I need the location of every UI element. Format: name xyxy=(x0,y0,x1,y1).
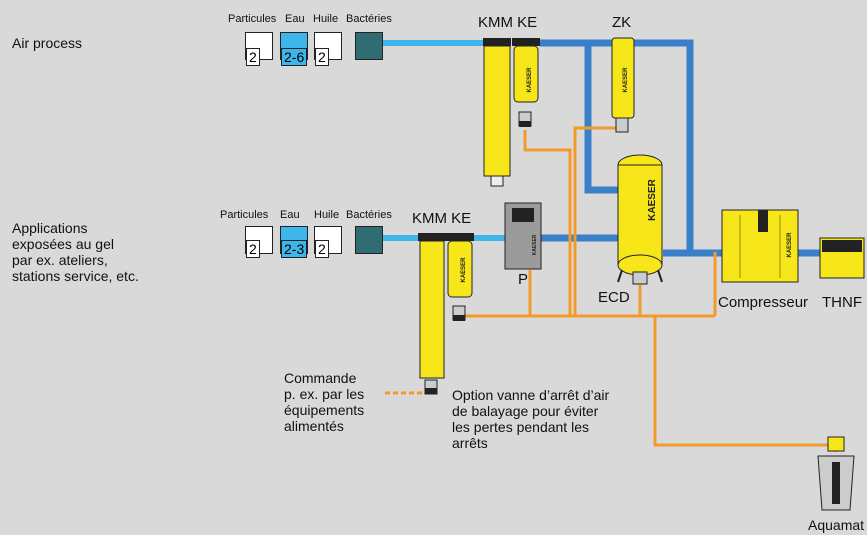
class-value-eau-2: 2-3 xyxy=(281,240,308,258)
label-compressor: Compresseur xyxy=(718,294,809,311)
note-line: Option vanne d’arrêt d’air xyxy=(452,387,610,403)
dryer-p: KAESER xyxy=(504,202,542,270)
filter-kmm-top xyxy=(483,38,511,187)
row-title-line: stations service, etc. xyxy=(12,268,139,284)
filter-ke-bottom: KAESER xyxy=(446,233,474,321)
label-bacteries: Bactéries xyxy=(346,13,392,25)
filter-kmm-bottom xyxy=(418,233,446,395)
label-kmm-ke-bottom: KMM KE xyxy=(412,210,472,227)
note-line: alimentés xyxy=(284,418,344,434)
svg-text:KAESER: KAESER xyxy=(461,257,467,283)
class-value-particules: 2 xyxy=(246,48,260,66)
class-box-bacteries-2 xyxy=(355,226,383,254)
aquamat-separator xyxy=(817,436,855,511)
note-line: p. ex. par les xyxy=(284,386,365,402)
zk-separator: KAESER xyxy=(611,37,635,133)
note-line: arrêts xyxy=(452,435,488,451)
class-value-huile: 2 xyxy=(315,48,329,66)
svg-text:KAESER: KAESER xyxy=(623,67,629,93)
svg-text:KAESER: KAESER xyxy=(787,232,793,258)
thnf-unit xyxy=(819,237,865,279)
svg-text:KAESER: KAESER xyxy=(532,234,538,255)
svg-text:KAESER: KAESER xyxy=(647,178,658,220)
label-particules-2: Particules xyxy=(220,209,269,221)
label-thnf: THNF xyxy=(822,294,862,311)
label-kmm-ke-top: KMM KE xyxy=(478,14,538,31)
label-huile-2: Huile xyxy=(314,209,340,221)
row-title-line: exposées au gel xyxy=(12,236,114,252)
label-ecd: ECD xyxy=(598,289,630,306)
note-line: les pertes pendant les xyxy=(452,419,589,435)
label-particules: Particules xyxy=(228,13,277,25)
row-title-frost: Applications exposées au gel par ex. ate… xyxy=(12,220,139,284)
label-aquamat: Aquamat xyxy=(808,517,865,533)
class-value-particules-2: 2 xyxy=(246,240,260,258)
filter-ke-top: KAESER xyxy=(512,38,540,127)
air-receiver: KAESER xyxy=(617,154,663,285)
note-option: Option vanne d’arrêt d’air de balayage p… xyxy=(452,387,609,451)
label-huile: Huile xyxy=(313,13,339,25)
label-bacteries-2: Bactéries xyxy=(346,209,392,221)
note-line: Commande xyxy=(284,370,357,386)
note-line: de balayage pour éviter xyxy=(452,403,599,419)
svg-text:KAESER: KAESER xyxy=(527,67,533,93)
class-value-huile-2: 2 xyxy=(315,240,329,258)
row-title-line: Applications xyxy=(12,220,88,236)
label-eau: Eau xyxy=(285,13,305,25)
label-eau-2: Eau xyxy=(280,209,300,221)
class-box-bacteries xyxy=(355,32,383,60)
note-commande: Commande p. ex. par les équipements alim… xyxy=(284,370,364,434)
compressor: KAESER xyxy=(721,209,799,283)
class-value-eau: 2-6 xyxy=(281,48,308,66)
row-title-air-process: Air process xyxy=(12,35,83,51)
label-p: P xyxy=(518,271,529,288)
note-line: équipements xyxy=(284,402,365,418)
class-box-huile xyxy=(314,32,342,60)
row-title-line: par ex. ateliers, xyxy=(12,252,108,268)
label-zk: ZK xyxy=(612,14,632,31)
